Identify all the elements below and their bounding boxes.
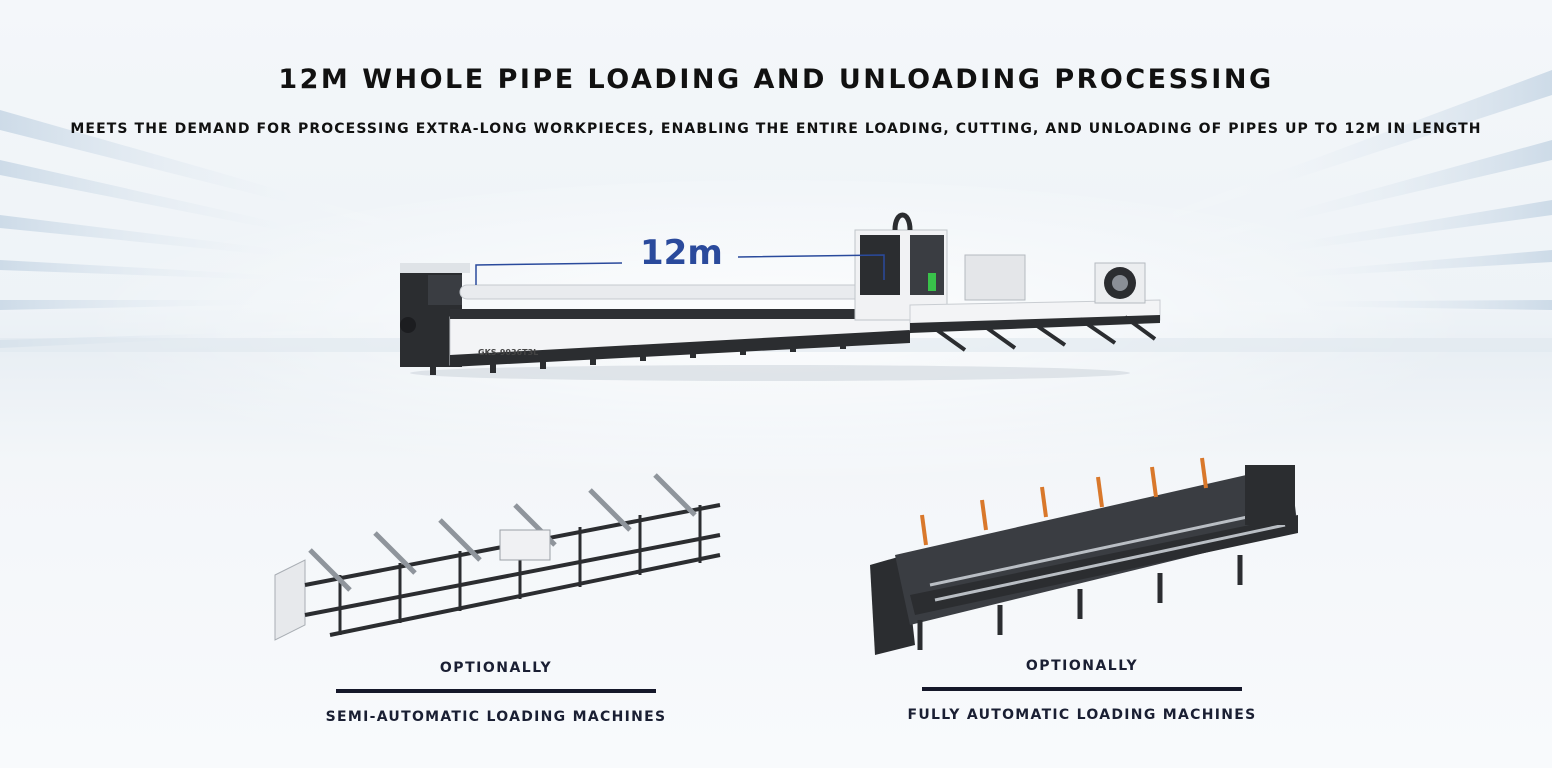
- option-full-divider: [922, 687, 1242, 691]
- main-pipe-cutting-machine-image: GKS-9036T3L: [400, 212, 1161, 381]
- pipe-length-label: 12m: [640, 233, 723, 273]
- page-subtitle: MEETS THE DEMAND FOR PROCESSING EXTRA-LO…: [70, 121, 1482, 137]
- option-full-name: FULLY AUTOMATIC LOADING MACHINES: [907, 707, 1257, 723]
- page-title: 12M WHOLE PIPE LOADING AND UNLOADING PRO…: [278, 64, 1274, 95]
- fully-automatic-loader-image: [870, 457, 1298, 655]
- option-semi-divider: [336, 689, 656, 693]
- option-semi-tag: OPTIONALLY: [439, 660, 553, 676]
- machine-model-label: GKS-9036T3L: [478, 348, 538, 357]
- semi-automatic-loader-image: [274, 473, 721, 641]
- option-full-tag: OPTIONALLY: [1025, 658, 1139, 674]
- option-semi-name: SEMI-AUTOMATIC LOADING MACHINES: [325, 709, 667, 725]
